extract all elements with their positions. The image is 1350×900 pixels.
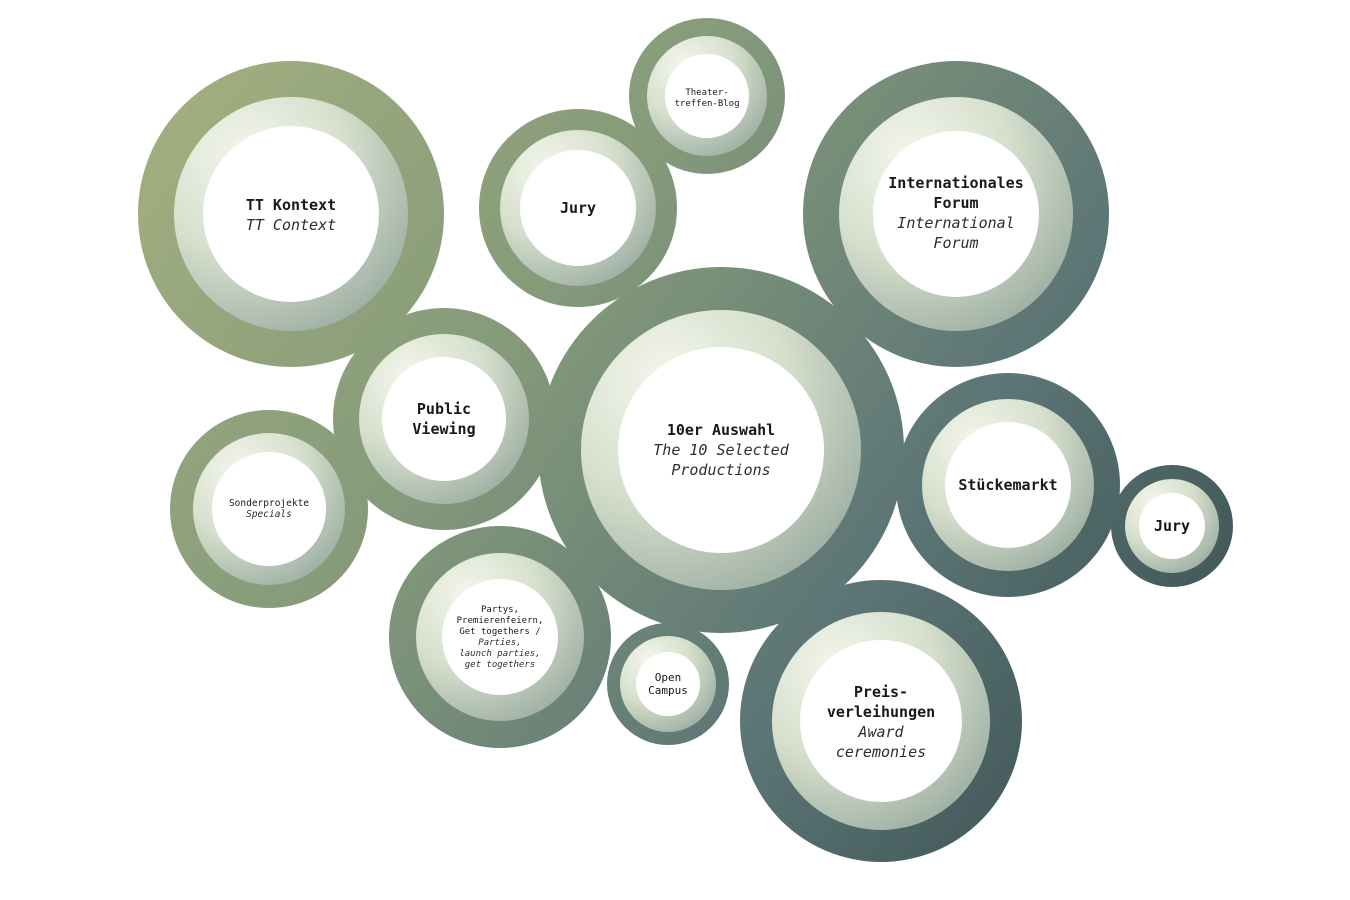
bubble-theatertreffen-blog[interactable]: Theater- treffen-Blog — [665, 57, 749, 141]
bubble-10er-auswahl[interactable]: 10er Auswahl The 10 Selected Productions — [618, 347, 824, 553]
ring-forum — [803, 61, 1109, 367]
inner-disc-preis — [800, 640, 962, 802]
ring-stueckemarkt — [896, 373, 1120, 597]
ring-open-campus — [607, 623, 729, 745]
inner-disc-jury-top — [520, 150, 636, 266]
blog-de: Theater- treffen-Blog — [674, 88, 740, 109]
forum-en: International Forum — [897, 214, 1015, 252]
inner-disc-tt-kontext — [203, 126, 379, 302]
ring-jury-right — [1111, 465, 1233, 587]
bubble-jury-right[interactable]: Jury — [1139, 493, 1205, 559]
bubble-partys[interactable]: Partys, Premierenfeiern, Get togethers /… — [442, 580, 558, 696]
auswahl-de: 10er Auswahl — [666, 421, 776, 439]
inner-disc-forum — [873, 131, 1039, 297]
sonderprojekte-en: Specials — [246, 509, 292, 520]
inner-disc-open-campus — [636, 652, 700, 716]
preis-en: Award ceremonies — [835, 723, 927, 761]
forum-de: Internationales Forum — [888, 174, 1024, 212]
inner-disc-sonderprojekte — [212, 452, 326, 566]
stueckemarkt-de: Stückemarkt — [958, 476, 1058, 494]
ring-blog — [629, 18, 785, 174]
tt-kontext-en: TT Context — [245, 216, 337, 234]
public-viewing-de: Public Viewing — [412, 400, 476, 438]
bubble-open-campus[interactable]: Open Campus — [636, 652, 700, 716]
inner-disc-jury-right — [1139, 493, 1205, 559]
ring-jury-top — [479, 109, 677, 307]
bubble-internationales-forum[interactable]: Internationales Forum International Foru… — [873, 130, 1039, 296]
inner-disc-public-viewing — [382, 357, 506, 481]
ring-auswahl — [538, 267, 904, 633]
bubble-stueckemarkt[interactable]: Stückemarkt — [945, 422, 1071, 548]
bubble-public-viewing[interactable]: Public Viewing — [382, 357, 506, 481]
jury-top-de: Jury — [559, 199, 597, 217]
inner-disc-blog — [665, 54, 749, 138]
tt-kontext-de: TT Kontext — [245, 196, 337, 214]
ring-partys — [389, 526, 611, 748]
partys-de: Partys, Premierenfeiern, Get togethers / — [456, 605, 544, 637]
inner-disc-auswahl — [618, 347, 824, 553]
bubble-sonderprojekte[interactable]: Sonderprojekte Specials — [212, 452, 326, 566]
partys-en: Parties, launch parties, get togethers — [459, 638, 541, 670]
inner-disc-stueckemarkt — [945, 422, 1071, 548]
sonderprojekte-de: Sonderprojekte — [228, 498, 310, 509]
inner-disc-partys — [442, 579, 558, 695]
bubble-tt-kontext[interactable]: TT Kontext TT Context — [203, 127, 379, 303]
ring-tt-kontext — [138, 61, 444, 367]
open-campus-de: Open Campus — [648, 671, 688, 697]
auswahl-en: The 10 Selected Productions — [653, 441, 789, 479]
preis-de: Preis- verleihungen — [826, 683, 936, 721]
ring-sonderprojekte — [170, 410, 368, 608]
ring-public-viewing — [333, 308, 555, 530]
ring-preis — [740, 580, 1022, 862]
bubble-jury-top[interactable]: Jury — [520, 150, 636, 266]
bubble-preisverleihungen[interactable]: Preis- verleihungen Award ceremonies — [806, 642, 956, 802]
jury-right-de: Jury — [1153, 517, 1191, 535]
